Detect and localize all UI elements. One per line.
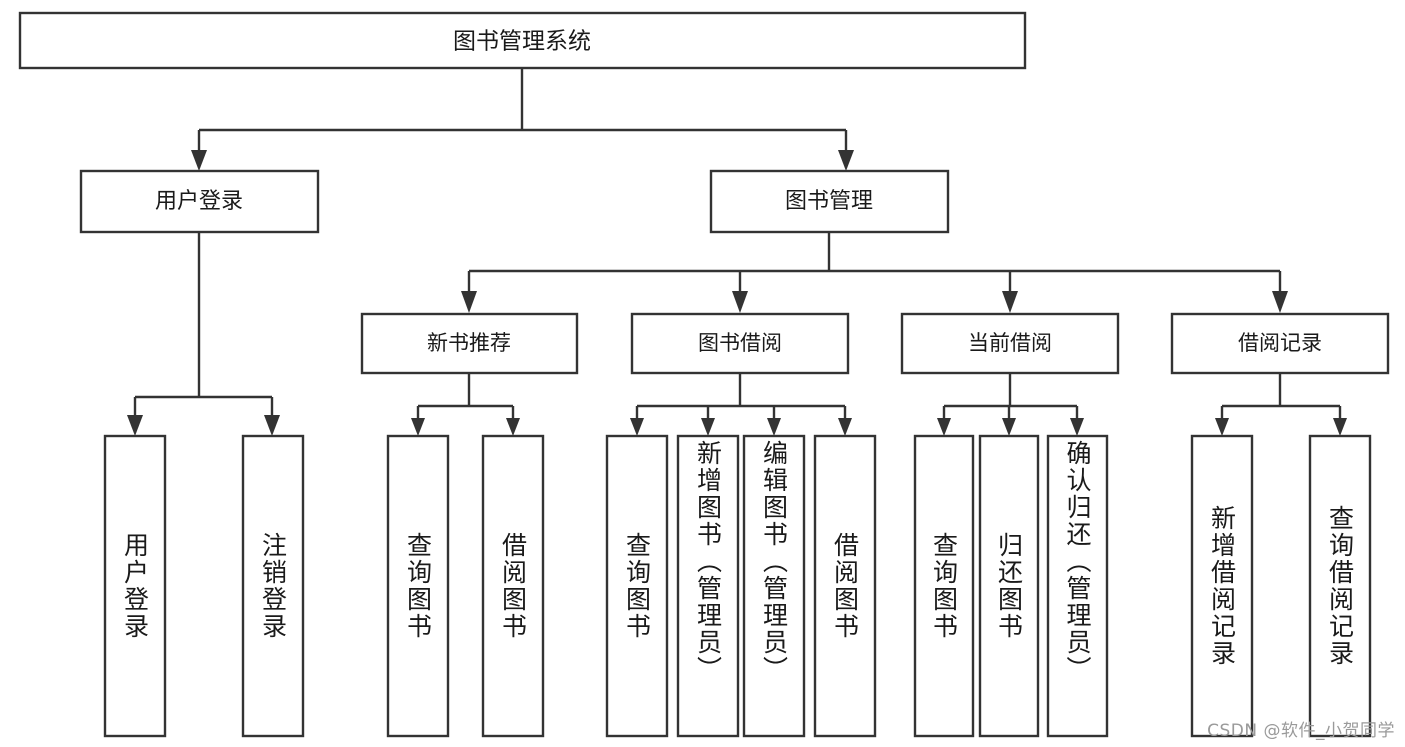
node-book-management-label: 图书管理: [785, 189, 873, 214]
leaf-box-logout[interactable]: [241, 434, 305, 738]
node-borrow-record-label: 借阅记录: [1238, 331, 1322, 355]
connector-borrow-to-leaves: [630, 373, 852, 436]
connector-record-to-leaves: [1215, 373, 1347, 436]
connector-root-to-level2: [191, 68, 854, 171]
leaf-box-return-book[interactable]: [978, 434, 1040, 738]
connector-userlogin-to-leaves: [127, 232, 280, 436]
node-root-label: 图书管理系统: [453, 29, 591, 55]
leaf-box-edit-book-admin[interactable]: [742, 434, 806, 738]
node-current-borrow-label: 当前借阅: [968, 331, 1052, 355]
leaf-boxes: [103, 434, 1372, 738]
connector-current-to-leaves: [937, 373, 1084, 436]
leaf-box-borrow-book-2[interactable]: [813, 434, 877, 738]
node-user-login-label: 用户登录: [155, 189, 243, 214]
leaf-box-borrow-book-1[interactable]: [481, 434, 545, 738]
node-current-borrow[interactable]: 当前借阅: [900, 312, 1120, 375]
connector-bookmgmt-to-level3: [461, 232, 1288, 313]
node-root[interactable]: 图书管理系统: [18, 11, 1027, 70]
leaf-box-add-record[interactable]: [1190, 434, 1254, 738]
leaf-box-query-record[interactable]: [1308, 434, 1372, 738]
leaf-box-query-book-2[interactable]: [605, 434, 669, 738]
leaf-box-query-book-3[interactable]: [913, 434, 975, 738]
leaf-box-add-book-admin[interactable]: [676, 434, 740, 738]
node-book-management[interactable]: 图书管理: [709, 169, 950, 234]
node-user-login[interactable]: 用户登录: [79, 169, 320, 234]
csdn-watermark: CSDN @软件_小贺同学: [1207, 721, 1395, 741]
node-new-book-recommend-label: 新书推荐: [427, 331, 511, 355]
node-book-borrow[interactable]: 图书借阅: [630, 312, 850, 375]
connector-newbook-to-leaves: [411, 373, 520, 436]
node-book-borrow-label: 图书借阅: [698, 331, 782, 355]
leaf-box-query-book-1[interactable]: [386, 434, 450, 738]
node-borrow-record[interactable]: 借阅记录: [1170, 312, 1390, 375]
leaf-box-confirm-return[interactable]: [1046, 434, 1109, 738]
node-new-book-recommend[interactable]: 新书推荐: [360, 312, 579, 375]
leaf-box-user-login[interactable]: [103, 434, 167, 738]
